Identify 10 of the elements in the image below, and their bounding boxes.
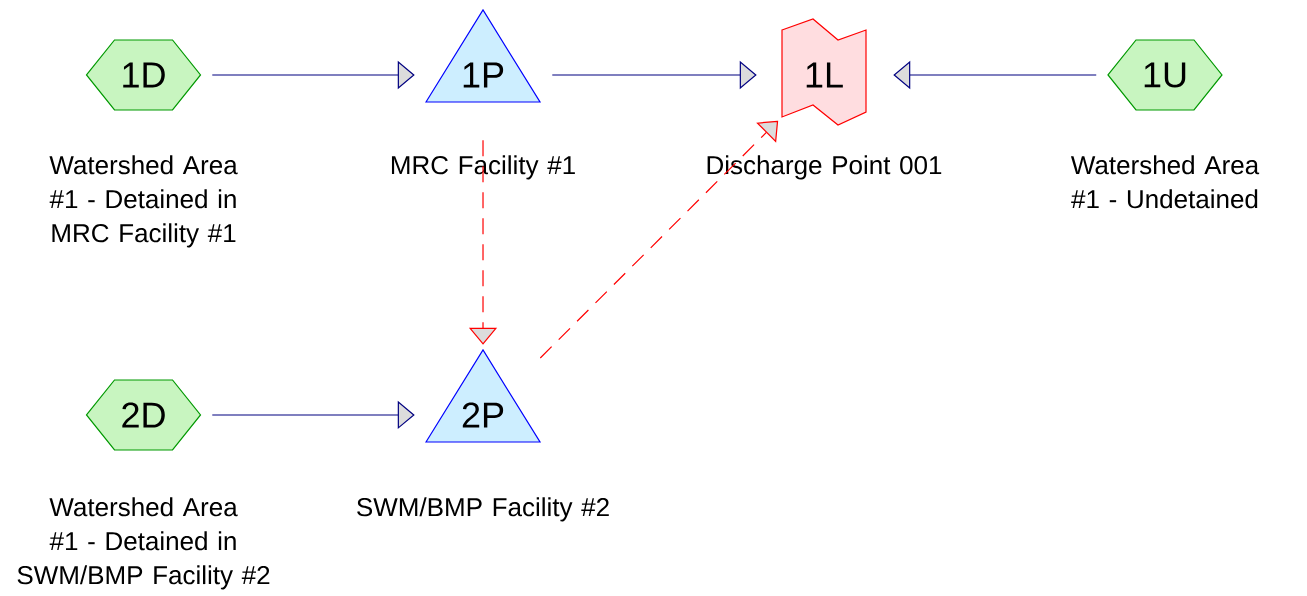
node-caption: MRC Facility #1 — [391, 155, 575, 180]
hexagon-node: 2D — [85, 379, 202, 451]
node-caption: Watershed Area #1 - Undetained — [1070, 155, 1260, 209]
hexagon-node: 1D — [85, 39, 202, 111]
arrow — [539, 120, 779, 359]
hexagon-node: 1U — [1107, 39, 1223, 111]
node-caption: Watershed Area #1 - Detained in SWM/BMP Facility #2 — [17, 497, 270, 590]
node-caption: SWM/BMP Facility #2 — [357, 497, 609, 522]
flag-node: 1L — [781, 18, 867, 126]
node-caption: Watershed Area #1 - Detained in MRC Facility #1 — [49, 155, 238, 248]
